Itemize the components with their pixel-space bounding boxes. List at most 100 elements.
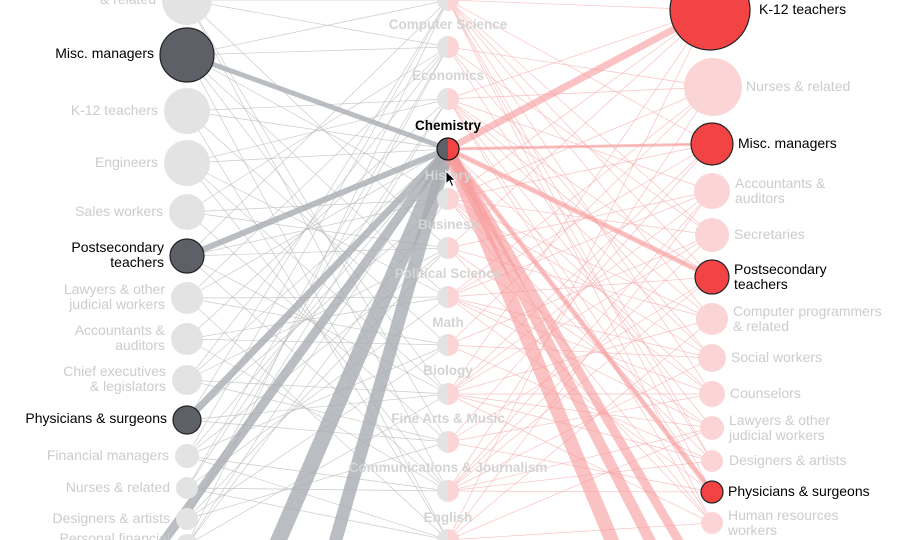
right-node-label-8: Counselors xyxy=(730,385,801,401)
background-link-right xyxy=(447,190,713,492)
background-link-left xyxy=(186,148,449,164)
background-link-right xyxy=(447,247,713,429)
center-node-left-half-11[interactable] xyxy=(437,529,448,540)
background-link-left xyxy=(186,148,449,299)
background-link-right xyxy=(447,46,713,462)
background-link-left xyxy=(186,0,449,443)
center-node-left-half-5[interactable] xyxy=(437,237,448,259)
right-node-6[interactable] xyxy=(696,303,728,335)
left-node-7[interactable] xyxy=(171,323,203,355)
center-node-label-1: Computer Science xyxy=(388,17,508,32)
right-node-label-6: Computer programmers & related xyxy=(733,303,882,334)
left-node-3[interactable] xyxy=(164,140,210,186)
background-link-left xyxy=(186,0,449,421)
background-link-right xyxy=(447,276,713,492)
right-node-label-4: Secretaries xyxy=(734,226,805,242)
center-node-right-half-7[interactable] xyxy=(448,334,459,356)
right-node-11[interactable] xyxy=(700,480,724,504)
background-link-left xyxy=(186,54,449,200)
center-node-right-half-1[interactable] xyxy=(448,36,459,58)
right-node-3[interactable] xyxy=(694,173,730,209)
background-link-left xyxy=(186,0,449,48)
center-node-left-half-9[interactable] xyxy=(437,431,448,453)
left-node-label-5: Postsecondary teachers xyxy=(71,239,164,270)
pointer-arrow-icon xyxy=(445,170,457,188)
center-node-label-7: Math xyxy=(432,315,464,330)
left-node-6[interactable] xyxy=(171,282,203,314)
left-node-4[interactable] xyxy=(169,194,205,230)
left-node-8[interactable] xyxy=(172,365,202,395)
background-link-left xyxy=(186,0,449,492)
background-link-left xyxy=(186,455,449,492)
center-node-right-half-5[interactable] xyxy=(448,237,459,259)
left-node-label-11: Nurses & related xyxy=(65,479,170,495)
background-link-right xyxy=(447,393,713,443)
background-link-right xyxy=(447,0,713,462)
left-node-2[interactable] xyxy=(164,88,210,134)
center-node-right-half-0[interactable] xyxy=(448,0,459,11)
right-node-label-12: Human resources workers xyxy=(728,507,839,538)
center-node-left-half-2[interactable] xyxy=(437,88,448,110)
background-link-right xyxy=(447,427,713,540)
background-link-right xyxy=(447,393,713,462)
left-node-11[interactable] xyxy=(176,477,198,499)
center-node-right-half-2[interactable] xyxy=(448,88,459,110)
center-node-right-half-4[interactable] xyxy=(448,188,459,210)
highlight-link-left xyxy=(186,52,449,152)
center-node-right-half-6[interactable] xyxy=(448,286,459,308)
right-node-9[interactable] xyxy=(700,416,724,440)
left-node-12[interactable] xyxy=(176,508,198,530)
background-link-left xyxy=(186,487,449,540)
nodes xyxy=(159,0,751,540)
right-node-4[interactable] xyxy=(695,218,729,252)
background-link-left xyxy=(186,46,449,56)
center-node-right-half-8[interactable] xyxy=(448,383,459,405)
right-node-5[interactable] xyxy=(694,259,730,295)
highlight-link-left xyxy=(158,146,452,540)
center-node-left-half-10[interactable] xyxy=(437,480,448,502)
right-node-2[interactable] xyxy=(690,122,734,166)
left-node-0[interactable] xyxy=(162,0,212,25)
right-node-12[interactable] xyxy=(701,512,723,534)
center-node-left-half-1[interactable] xyxy=(437,36,448,58)
background-link-left xyxy=(186,98,449,164)
left-node-label-10: Financial managers xyxy=(46,447,169,463)
left-node-5[interactable] xyxy=(169,238,205,274)
center-node-left-half-8[interactable] xyxy=(437,383,448,405)
right-node-7[interactable] xyxy=(698,344,726,372)
center-node-right-half-9[interactable] xyxy=(448,431,459,453)
center-node-left-half-4[interactable] xyxy=(437,188,448,210)
background-link-right xyxy=(447,86,714,492)
left-node-13[interactable] xyxy=(176,534,198,540)
left-node-1[interactable] xyxy=(159,27,215,83)
right-node-0[interactable] xyxy=(669,0,751,51)
background-link-left xyxy=(186,379,449,395)
center-node-label-8: Biology xyxy=(423,363,473,378)
background-link-right xyxy=(447,234,713,395)
center-node-left-half-3[interactable] xyxy=(437,138,448,160)
background-link-right xyxy=(447,86,714,100)
right-node-label-2: Misc. managers xyxy=(738,135,837,151)
center-node-right-half-3[interactable] xyxy=(448,138,459,160)
center-node-left-half-6[interactable] xyxy=(437,286,448,308)
center-node-right-half-11[interactable] xyxy=(448,529,459,540)
left-node-label-7: Accountants & auditors xyxy=(74,322,165,353)
center-node-left-half-0[interactable] xyxy=(437,0,448,11)
background-link-right xyxy=(447,46,714,88)
background-link-left xyxy=(186,162,449,395)
background-link-right xyxy=(447,0,713,493)
left-node-9[interactable] xyxy=(172,405,202,435)
highlight-link-left xyxy=(185,146,450,259)
center-node-right-half-10[interactable] xyxy=(448,480,459,502)
center-node-left-half-7[interactable] xyxy=(437,334,448,356)
background-link-right xyxy=(447,0,713,395)
right-node-1[interactable] xyxy=(684,58,742,116)
left-node-label-8: Chief executives & legislators xyxy=(63,363,166,394)
right-node-8[interactable] xyxy=(699,381,725,407)
right-node-label-7: Social workers xyxy=(731,349,823,365)
right-node-10[interactable] xyxy=(701,450,723,472)
left-node-10[interactable] xyxy=(175,444,199,468)
background-link-right xyxy=(447,143,713,200)
